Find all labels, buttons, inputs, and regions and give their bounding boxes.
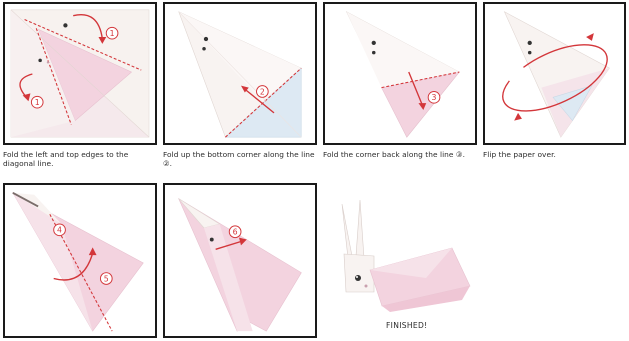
step-4-panel [483, 2, 626, 145]
flip-arrow [502, 44, 608, 112]
step-4-illustration [502, 11, 610, 138]
step-marker: 4 [53, 223, 66, 237]
step-3-panel: 3 [323, 2, 477, 145]
fold-line [24, 19, 142, 71]
step-5-illustration: 4 5 [12, 191, 144, 332]
fold-line [225, 67, 302, 138]
step-marker: 1 [105, 26, 119, 40]
svg-text:1: 1 [110, 29, 115, 38]
svg-text:3: 3 [432, 93, 437, 102]
fold-line [35, 28, 72, 125]
finished-rabbit-illustration [341, 199, 471, 312]
fold-line [381, 71, 460, 89]
fold-arrow [53, 253, 94, 281]
step-marker: 6 [228, 225, 242, 239]
fold-arrow [215, 240, 242, 250]
finished-illustration-area [330, 196, 480, 316]
step-2-panel: 2 [163, 2, 317, 145]
step-marker: 2 [256, 85, 269, 98]
svg-text:1: 1 [35, 98, 40, 107]
step-2-caption: Fold up the bottom corner along the line… [163, 150, 315, 168]
step-4-caption: Flip the paper over. [483, 150, 556, 159]
step-3-caption: Fold the corner back along the line ③. [323, 150, 465, 159]
fold-arrow [73, 14, 104, 40]
svg-text:4: 4 [57, 226, 62, 235]
svg-text:5: 5 [104, 274, 109, 283]
step-3-illustration: 3 [345, 11, 461, 138]
finished-caption: FINISHED! [386, 321, 428, 330]
fold-arrow [19, 73, 33, 98]
step-6-illustration: 6 [177, 197, 302, 332]
step-marker: 3 [427, 90, 441, 104]
step-1-caption: Fold the left and top edges to the diago… [3, 150, 129, 168]
step-1-illustration: 1 1 [10, 9, 150, 138]
step-marker: 1 [30, 95, 44, 109]
svg-text:6: 6 [233, 228, 238, 237]
step-6-panel: 6 [163, 183, 317, 338]
step-5-panel: 4 5 [3, 183, 157, 338]
step-2-illustration: 2 [178, 11, 302, 138]
svg-text:2: 2 [260, 87, 265, 96]
step-1-panel: 1 1 [3, 2, 157, 145]
step-marker: 5 [99, 272, 113, 285]
fold-arrow [242, 87, 275, 114]
fold-arrow [408, 71, 423, 106]
